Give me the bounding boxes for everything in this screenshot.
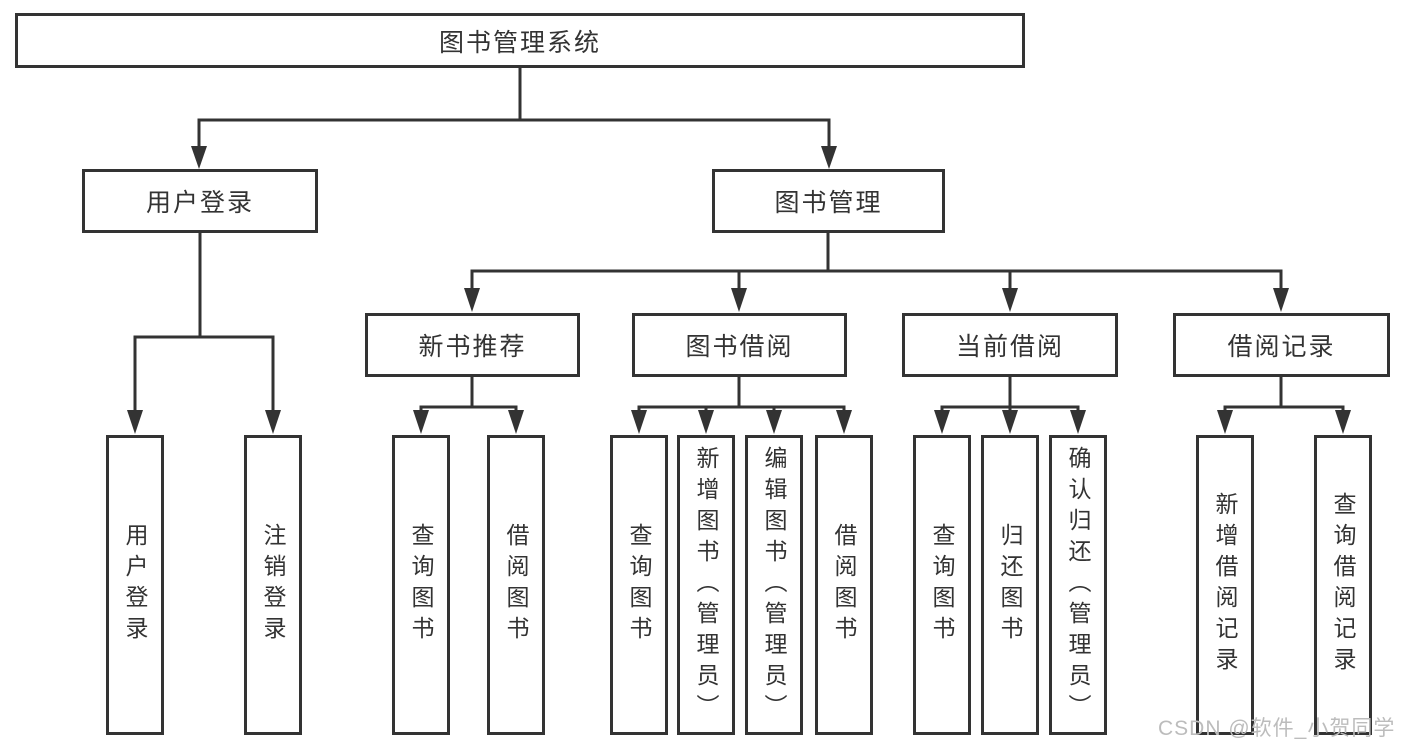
node-book-management: 图书管理	[712, 169, 945, 233]
connector-user-login-children	[127, 233, 281, 434]
node-new-book-recommend: 新书推荐	[365, 313, 580, 377]
leaf-borrow-book: 借阅图书	[815, 435, 873, 735]
node-label: 注销登录	[260, 523, 286, 647]
node-label: 用户登录	[122, 523, 148, 647]
node-book-borrow: 图书借阅	[632, 313, 847, 377]
node-label: 查询图书	[929, 523, 955, 647]
node-label: 新增图书（管理员）	[693, 445, 719, 725]
connector-root-to-level2	[191, 68, 837, 169]
node-borrow-records: 借阅记录	[1173, 313, 1390, 377]
connector-borrow-records-children	[1217, 377, 1351, 434]
node-label: 借阅图书	[503, 523, 529, 647]
node-label: 查询图书	[408, 523, 434, 647]
node-label: 图书借阅	[685, 333, 794, 361]
node-label: 图书管理	[774, 189, 883, 217]
leaf-query-book-current: 查询图书	[913, 435, 971, 735]
connector-book-management-children	[464, 233, 1289, 312]
node-root: 图书管理系统	[15, 13, 1025, 68]
node-label: 新书推荐	[418, 333, 527, 361]
watermark: CSDN @软件_小贺同学	[1158, 717, 1396, 740]
node-label: 借阅记录	[1227, 333, 1336, 361]
connector-book-borrow-children	[631, 377, 852, 434]
node-label: 编辑图书（管理员）	[761, 445, 787, 725]
connector-new-book-recommend-children	[413, 377, 524, 434]
leaf-return-book: 归还图书	[981, 435, 1039, 735]
leaf-add-book-admin: 新增图书（管理员）	[677, 435, 735, 735]
node-user-login: 用户登录	[82, 169, 318, 233]
node-label: 查询借阅记录	[1330, 492, 1356, 678]
leaf-query-borrow-record: 查询借阅记录	[1314, 435, 1372, 735]
connector-current-borrow-children	[934, 377, 1086, 434]
node-current-borrow: 当前借阅	[902, 313, 1118, 377]
node-label: 归还图书	[997, 523, 1023, 647]
node-label: 借阅图书	[831, 523, 857, 647]
leaf-query-book-borrow: 查询图书	[610, 435, 668, 735]
node-label: 当前借阅	[955, 333, 1064, 361]
leaf-confirm-return-admin: 确认归还（管理员）	[1049, 435, 1107, 735]
node-label: 新增借阅记录	[1212, 492, 1238, 678]
node-label: 用户登录	[145, 189, 254, 217]
leaf-add-borrow-record: 新增借阅记录	[1196, 435, 1254, 735]
node-label: 查询图书	[626, 523, 652, 647]
node-label: 确认归还（管理员）	[1065, 445, 1091, 725]
leaf-user-login: 用户登录	[106, 435, 164, 735]
leaf-edit-book-admin: 编辑图书（管理员）	[745, 435, 803, 735]
node-label: 图书管理系统	[438, 28, 601, 57]
leaf-borrow-book-recommend: 借阅图书	[487, 435, 545, 735]
leaf-query-book-recommend: 查询图书	[392, 435, 450, 735]
leaf-logout: 注销登录	[244, 435, 302, 735]
